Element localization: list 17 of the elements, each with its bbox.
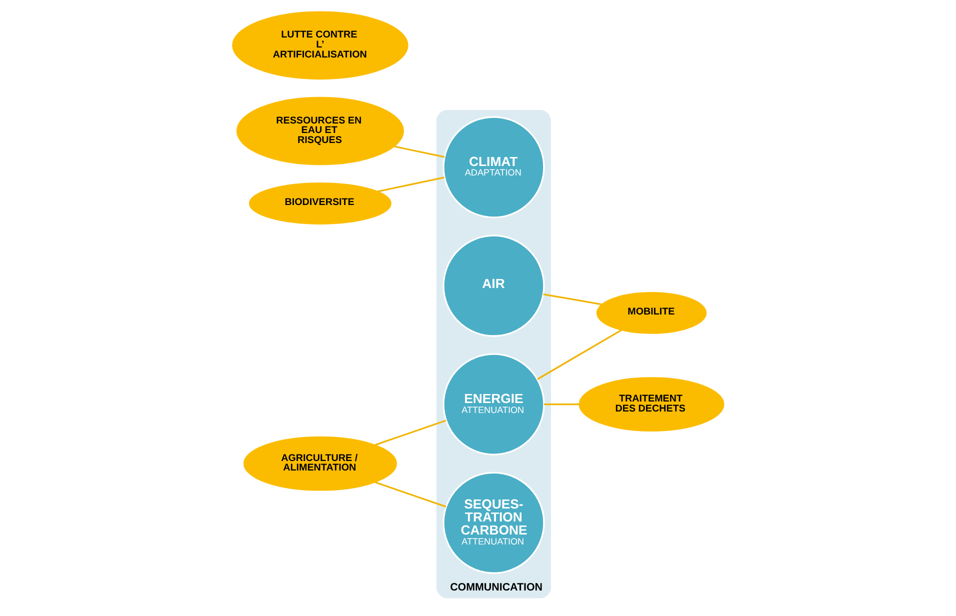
node-ellipse: AGRICULTURE / ALIMENTATION [243,436,397,491]
node-ellipse: BIODIVERSITE [248,182,392,224]
connector [394,146,445,158]
node-ellipse: LUTTE CONTRE L’ ARTIFICIALISATION [232,11,408,80]
node-circle: AIR [442,234,545,337]
connector [537,329,622,380]
node-ellipse: MOBILITE [596,292,707,334]
node-circle: ENERGIE ATTENUATION [442,353,545,456]
node-ellipse: TRAITEMENT DES DECHETS [578,377,724,432]
node-ellipse: RESSOURCES EN EAU ET RISQUES [236,96,404,166]
connector [544,404,580,406]
connector [543,293,602,306]
node-circle: SEQUES- TRATION CARBONE ATTENUATION [442,472,545,574]
node-circle: CLIMAT ADAPTATION [442,116,545,218]
connector [378,176,444,192]
connector [374,420,446,446]
connector [374,482,446,508]
